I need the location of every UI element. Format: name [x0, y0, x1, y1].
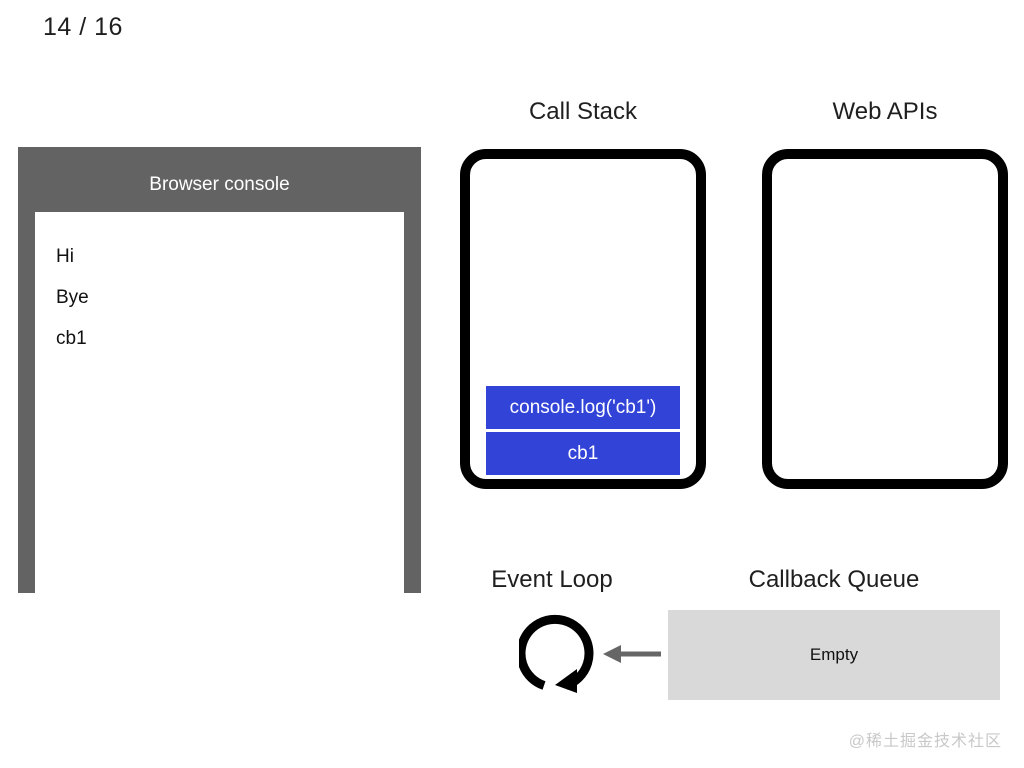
- web-apis-title: Web APIs: [832, 98, 938, 125]
- browser-console-title: Browser console: [149, 174, 290, 195]
- call-stack-panel: console.log('cb1') cb1: [460, 149, 706, 489]
- browser-console-panel: Browser console Hi Bye cb1: [18, 147, 421, 722]
- call-stack-frame: cb1: [486, 432, 680, 475]
- call-stack-frame-list: console.log('cb1') cb1: [470, 386, 696, 475]
- watermark: @稀土掘金技术社区: [848, 733, 1002, 750]
- slide-counter: 14 / 16: [43, 13, 123, 41]
- console-log-line: Bye: [56, 287, 89, 308]
- call-stack-frame: console.log('cb1'): [486, 386, 680, 429]
- callback-queue-title: Callback Queue: [748, 566, 920, 593]
- console-log-line: Hi: [56, 246, 74, 267]
- circular-arrow-icon: [519, 614, 594, 693]
- callback-queue-panel: Empty: [668, 610, 1000, 700]
- console-log-list: Hi Bye cb1: [35, 212, 404, 359]
- event-loop-title: Event Loop: [491, 566, 613, 593]
- callback-queue-status: Empty: [809, 645, 859, 664]
- browser-console-output: Hi Bye cb1: [35, 212, 404, 722]
- console-log-line: cb1: [56, 328, 87, 349]
- call-stack-title: Call Stack: [528, 98, 638, 125]
- web-apis-panel: [762, 149, 1008, 489]
- arrow-left-icon: [603, 645, 661, 663]
